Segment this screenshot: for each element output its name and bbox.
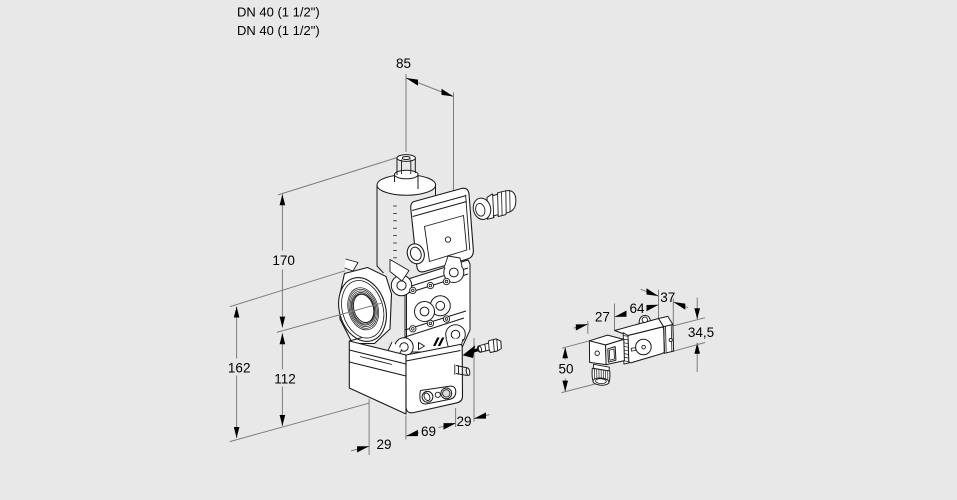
- svg-text:34,5: 34,5: [688, 325, 714, 340]
- svg-text:85: 85: [396, 56, 411, 71]
- svg-text:37: 37: [660, 290, 675, 305]
- svg-text:170: 170: [272, 253, 295, 268]
- svg-text:50: 50: [558, 362, 573, 377]
- svg-text:64: 64: [629, 301, 645, 316]
- svg-text:112: 112: [274, 371, 296, 386]
- svg-text:29: 29: [456, 414, 471, 429]
- svg-text:29: 29: [376, 437, 391, 452]
- svg-text:DN 40 (1 1/2"): DN 40 (1 1/2"): [237, 5, 320, 20]
- svg-text:162: 162: [228, 360, 251, 375]
- svg-text:DN 40 (1 1/2"): DN 40 (1 1/2"): [237, 23, 320, 38]
- svg-text:69: 69: [421, 424, 436, 439]
- svg-text:27: 27: [595, 310, 610, 325]
